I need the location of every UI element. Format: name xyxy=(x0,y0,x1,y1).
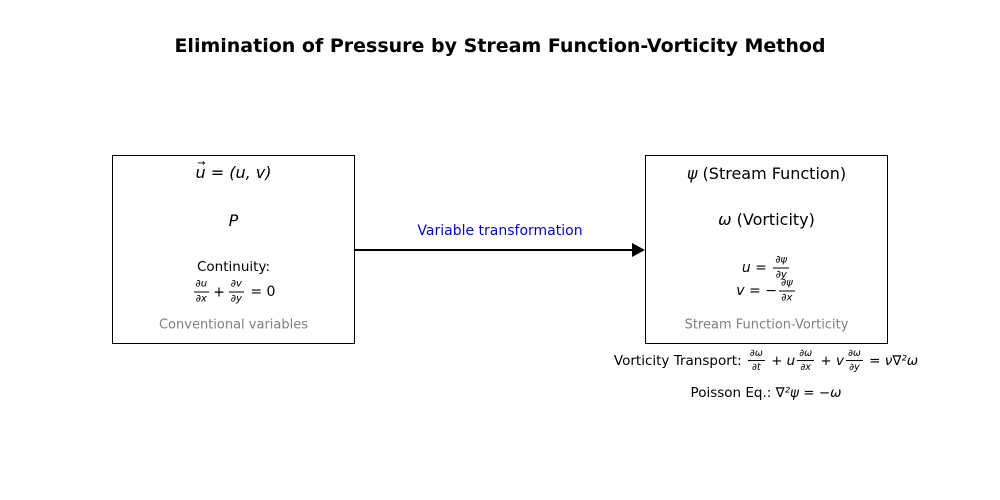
v-definition-equation: v = −∂ψ∂x xyxy=(646,278,887,304)
frac-dv-dy-den: ∂y xyxy=(230,293,242,304)
frac-du-dx-den: ∂x xyxy=(195,293,207,304)
stream-function-vorticity-box: ψ (Stream Function) ω (Vorticity) u = ∂ψ… xyxy=(645,155,888,344)
transformation-arrow-head xyxy=(632,243,645,257)
v-equals-minus: v = − xyxy=(736,283,777,299)
frac-du-dx: ∂u∂x xyxy=(193,279,210,305)
poisson-math: ∇²ψ = −ω xyxy=(775,385,842,401)
poisson-equation: Poisson Eq.: ∇²ψ = −ω xyxy=(691,385,842,401)
continuity-rhs: = 0 xyxy=(250,284,276,300)
stream-function-label: (Stream Function) xyxy=(697,163,847,183)
u-definition-equation: u = ∂ψ∂y xyxy=(646,255,887,281)
conventional-variables-box: →u = (u, v) P Continuity: ∂u∂x+∂v∂y = 0 … xyxy=(112,155,355,344)
frac-domega-dy-den: ∂y xyxy=(849,362,860,373)
pressure-symbol: P xyxy=(228,210,239,230)
vector-u-symbol: →u xyxy=(195,158,206,182)
vector-arrow-accent: → xyxy=(197,157,206,169)
vorticity-label: (Vorticity) xyxy=(731,209,815,229)
plus-v-term: + v xyxy=(816,353,845,369)
frac-dpsi-dx-num: ∂ψ xyxy=(778,278,795,292)
arrow-label: Variable transformation xyxy=(417,223,583,239)
frac-du-dx-num: ∂u xyxy=(193,279,210,293)
vorticity-transport-rhs: = ν∇²ω xyxy=(864,353,919,369)
frac-dpsi-dx-den: ∂x xyxy=(781,292,793,303)
frac-dpsi-dy: ∂ψ∂y xyxy=(773,255,790,281)
velocity-vector-equation: →u = (u, v) xyxy=(113,158,354,182)
transformation-arrow-shaft xyxy=(355,248,636,252)
frac-domega-dx-num: ∂ω xyxy=(797,348,815,362)
frac-dpsi-dy-num: ∂ψ xyxy=(773,255,790,269)
plus-operator: + xyxy=(213,284,225,300)
omega-symbol: ω xyxy=(718,209,732,229)
frac-dv-dy: ∂v∂y xyxy=(228,279,244,305)
frac-domega-dx-den: ∂x xyxy=(800,362,811,373)
frac-dpsi-dy-den: ∂y xyxy=(775,269,787,280)
frac-domega-dt: ∂ω∂t xyxy=(747,348,765,373)
poisson-label: Poisson Eq.: xyxy=(690,385,776,401)
frac-domega-dt-den: ∂t xyxy=(752,362,761,373)
stream-function-line: ψ (Stream Function) xyxy=(646,163,887,183)
vorticity-transport-equation: Vorticity Transport: ∂ω∂t + u∂ω∂x + v∂ω∂… xyxy=(613,348,919,373)
left-box-caption: Conventional variables xyxy=(158,317,309,333)
frac-dv-dy-num: ∂v xyxy=(228,279,244,293)
vector-u-letter: u xyxy=(195,162,206,182)
frac-domega-dy-num: ∂ω xyxy=(846,348,863,362)
frac-domega-dy: ∂ω∂y xyxy=(846,348,863,373)
velocity-components: = (u, v) xyxy=(205,162,272,182)
frac-dpsi-dx: ∂ψ∂x xyxy=(778,278,795,304)
frac-domega-dt-num: ∂ω xyxy=(747,348,765,362)
vorticity-transport-label: Vorticity Transport: xyxy=(613,353,746,369)
plus-u-term: + u xyxy=(766,353,796,369)
continuity-label: Continuity: xyxy=(197,259,270,276)
psi-symbol: ψ xyxy=(686,163,698,183)
u-equals: u = xyxy=(741,260,772,276)
frac-domega-dx: ∂ω∂x xyxy=(797,348,815,373)
vorticity-line: ω (Vorticity) xyxy=(646,209,887,229)
right-box-caption: Stream Function-Vorticity xyxy=(684,317,849,333)
continuity-equation: ∂u∂x+∂v∂y = 0 xyxy=(113,279,354,305)
page-title: Elimination of Pressure by Stream Functi… xyxy=(174,35,826,57)
